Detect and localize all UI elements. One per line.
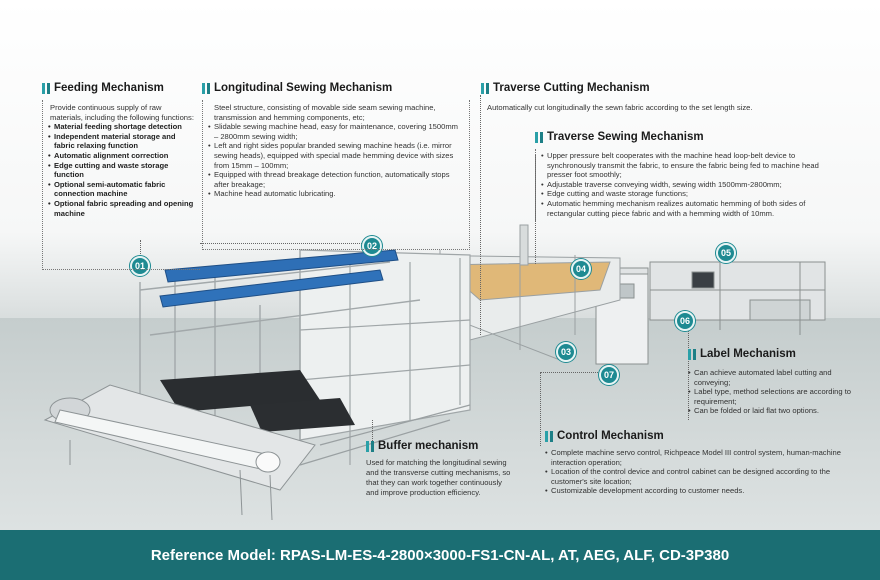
buffer-title: Buffer mechanism — [378, 440, 479, 452]
longitudinal-list: Slidable sewing machine head, easy for m… — [208, 122, 464, 199]
feeding-item: Edge cutting and waste storage function — [48, 161, 195, 180]
leader-buffer — [372, 420, 373, 445]
buffer-title-row: Buffer mechanism — [366, 440, 516, 452]
feeding-title-row: Feeding Mechanism — [42, 82, 200, 94]
longitudinal-intro: Steel structure, consisting of movable s… — [214, 103, 436, 122]
marker-04: 04 — [571, 259, 591, 279]
traverse-sewing-title-row: Traverse Sewing Mechanism — [535, 131, 840, 143]
traverse-sewing-item: Upper pressure belt cooperates with the … — [541, 151, 835, 180]
title-marker-icon — [535, 131, 543, 143]
label-item: Can be folded or laid flat two options. — [688, 406, 868, 416]
title-marker-icon — [202, 82, 210, 94]
traverse-sewing-item: Automatic hemming mechanism realizes aut… — [541, 199, 835, 218]
label-item: Can achieve automated label cutting and … — [688, 368, 868, 387]
longitudinal-item: Machine head automatic lubricating. — [208, 189, 464, 199]
feeding-box: Provide continuous supply of raw materia… — [42, 100, 200, 270]
control-title: Control Mechanism — [557, 430, 664, 442]
feeding-item: Independent material storage and fabric … — [48, 132, 195, 151]
feeding-title: Feeding Mechanism — [54, 82, 164, 94]
traverse-sewing-list: Upper pressure belt cooperates with the … — [541, 151, 835, 218]
longitudinal-item: Left and right sides popular branded sew… — [208, 141, 464, 170]
longitudinal-section: Longitudinal Sewing Mechanism Steel stru… — [202, 82, 470, 250]
control-item: Complete machine servo control, Richpeac… — [545, 448, 865, 467]
traverse-cutting-text: Automatically cut longitudinally the sew… — [487, 103, 753, 112]
label-title-row: Label Mechanism — [688, 348, 868, 360]
traverse-sewing-section: Traverse Sewing Mechanism Upper pressure… — [535, 131, 840, 222]
marker-07: 07 — [599, 365, 619, 385]
feeding-roll — [43, 384, 316, 521]
buffer-bottom-rails — [299, 404, 471, 466]
longitudinal-item: Slidable sewing machine head, easy for m… — [208, 122, 464, 141]
label-item: Label type, method selections are accord… — [688, 387, 868, 406]
marker-05: 05 — [716, 243, 736, 263]
marker-06: 06 — [675, 311, 695, 331]
blue-rollers — [159, 249, 399, 308]
traverse-cutting-title: Traverse Cutting Mechanism — [493, 82, 650, 94]
title-marker-icon — [366, 440, 374, 452]
traverse-sewing-title: Traverse Sewing Mechanism — [547, 131, 704, 143]
longitudinal-title: Longitudinal Sewing Mechanism — [214, 82, 393, 94]
title-marker-icon — [688, 348, 696, 360]
conveyor-belts — [160, 370, 355, 432]
label-section: Label Mechanism Can achieve automated la… — [688, 348, 868, 416]
control-title-row: Control Mechanism — [545, 430, 865, 442]
marker-01: 01 — [130, 256, 150, 276]
label-unit — [649, 261, 826, 335]
traverse-sewing-item: Adjustable traverse conveying width, sew… — [541, 180, 835, 190]
longitudinal-box: Steel structure, consisting of movable s… — [202, 100, 470, 250]
control-section: Control Mechanism Complete machine servo… — [545, 430, 865, 496]
feeding-section: Feeding Mechanism Provide continuous sup… — [42, 82, 200, 270]
leader-07b — [540, 372, 610, 373]
title-marker-icon — [42, 82, 50, 94]
marker-02: 02 — [362, 236, 382, 256]
traverse-cutting-section: Traverse Cutting Mechanism Automatically… — [481, 82, 801, 113]
feeding-intro: Provide continuous supply of raw materia… — [50, 103, 194, 122]
control-item: Customizable development according to cu… — [545, 486, 865, 496]
feeding-item: Automatic alignment correction — [48, 151, 195, 161]
control-item: Location of the control device and contr… — [545, 467, 865, 486]
buffer-text: Used for matching the longitudinal sewin… — [366, 458, 511, 497]
leader-02 — [200, 243, 370, 244]
label-list: Can achieve automated label cutting and … — [688, 368, 868, 416]
traverse-cutting-title-row: Traverse Cutting Mechanism — [481, 82, 801, 94]
reference-model-footer: Reference Model: RPAS-LM-ES-4-2800×3000-… — [0, 530, 880, 580]
machine-illustration — [43, 224, 826, 521]
feeding-list: Material feeding shortage detection Inde… — [48, 122, 195, 218]
traverse-sewing-item: Edge cutting and waste storage functions… — [541, 189, 835, 199]
reference-model-text: Reference Model: RPAS-LM-ES-4-2800×3000-… — [150, 546, 730, 564]
longitudinal-title-row: Longitudinal Sewing Mechanism — [202, 82, 470, 94]
feeding-item: Optional fabric spreading and opening ma… — [48, 199, 195, 218]
feeding-item: Optional semi-automatic fabric connectio… — [48, 180, 195, 199]
feeding-item: Material feeding shortage detection — [48, 122, 195, 132]
buffer-frame — [299, 249, 471, 465]
buffer-section: Buffer mechanism Used for matching the l… — [366, 440, 516, 498]
marker-03: 03 — [556, 342, 576, 362]
longitudinal-item: Equipped with thread breakage detection … — [208, 170, 464, 189]
traverse-sewing-box: Upper pressure belt cooperates with the … — [535, 149, 840, 222]
control-list: Complete machine servo control, Richpeac… — [545, 448, 865, 496]
leader-07 — [540, 372, 541, 446]
title-marker-icon — [545, 430, 553, 442]
leader-01 — [140, 240, 141, 260]
label-title: Label Mechanism — [700, 348, 796, 360]
title-marker-icon — [481, 82, 489, 94]
leader-03 — [480, 95, 481, 335]
